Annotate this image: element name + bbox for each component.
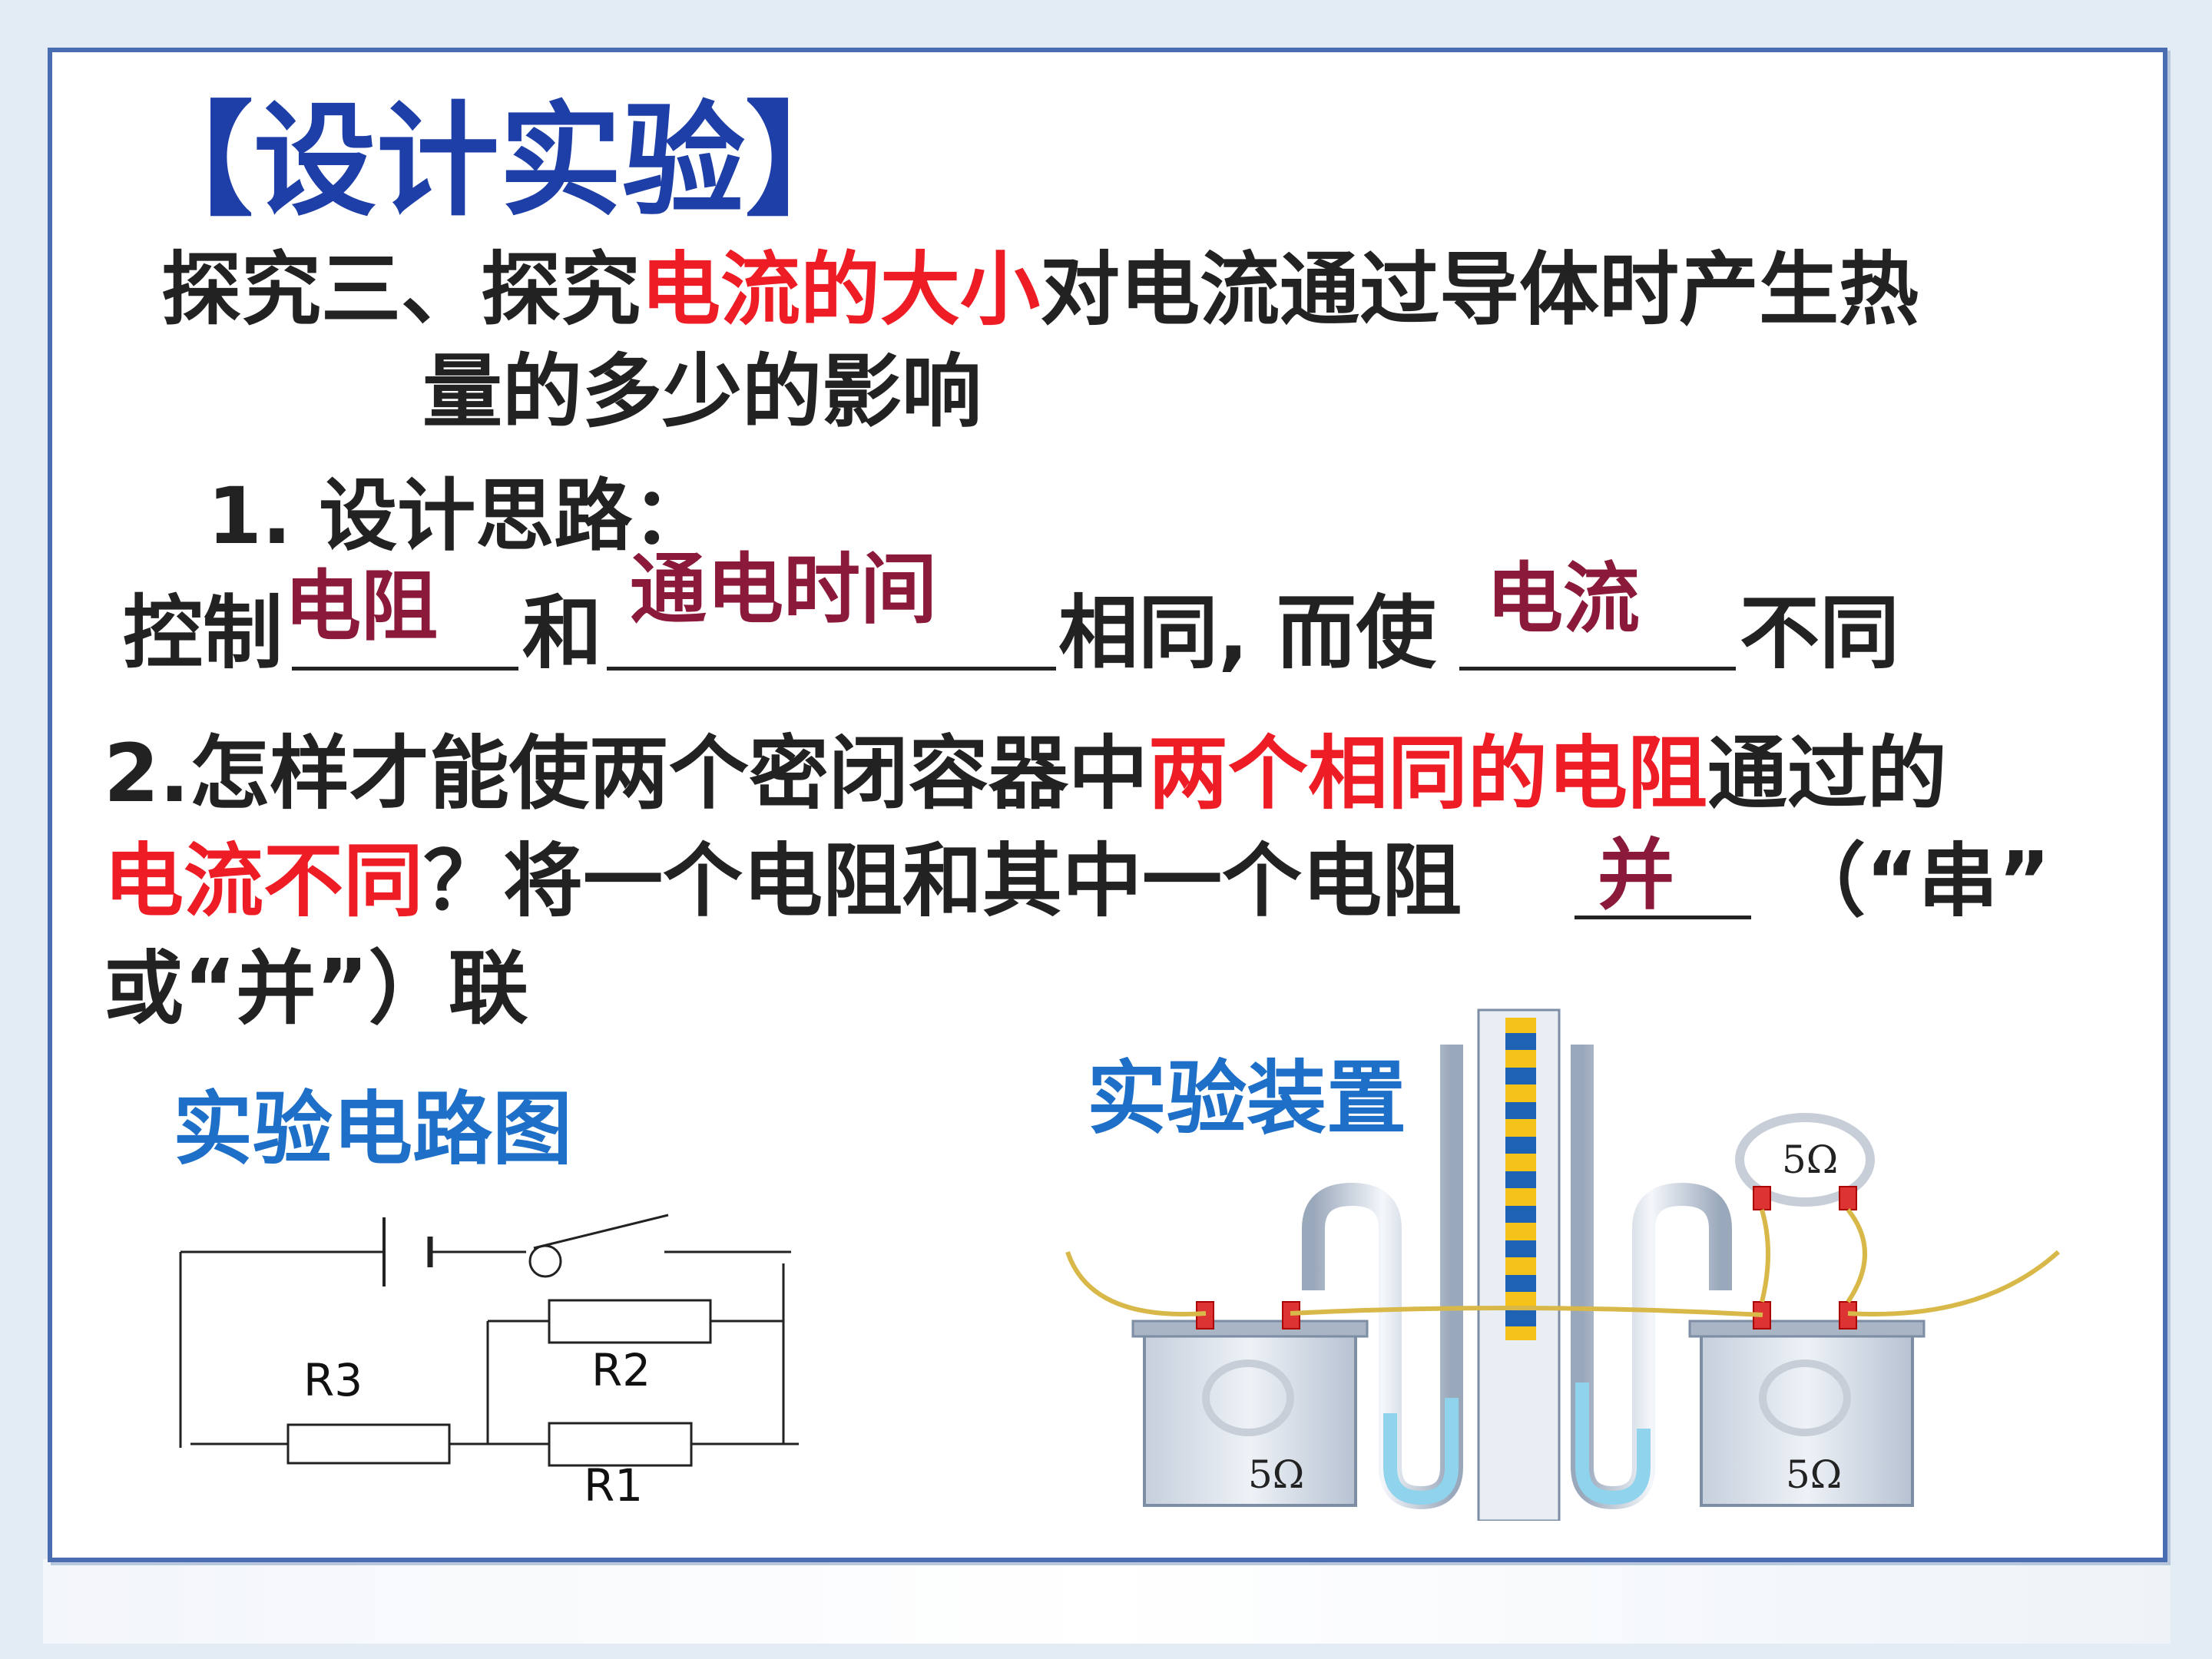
different-label: 不同 [1740,586,1900,680]
step2-highlight: 两个相同的电阻 [1147,727,1707,820]
question-prefix: 探究三、探究 [161,243,641,336]
blank-line-2 [607,667,1056,671]
resistor-label-r3: R3 [303,1354,363,1406]
question-highlight: 电流的大小 [641,243,1041,336]
blank-line-4 [1575,916,1751,919]
step2-line-3: 或“并”）联 [104,942,528,1035]
answer-current: 电流 [1486,554,1640,644]
and-label: 和 [522,586,603,680]
question-suffix: 对电流通过导体时产生热 [1040,243,1919,336]
step2-line-2: 电流不同？将一个电阻和其中一个电阻 [104,841,1462,921]
resistor-label-r1: R1 [584,1459,644,1512]
external-resistor-label: 5Ω [1782,1137,1839,1182]
blank-line-1 [292,667,518,671]
same-label: 相同, 而使 [1058,586,1436,680]
answer-resistance: 电阻 [284,561,438,651]
slide-title: 【设计实验】 [131,89,869,233]
step2-line-1: 2.怎样才能使两个密闭容器中两个相同的电阻通过的 [104,733,1947,813]
question-line-1: 探究三、探究电流的大小对电流通过导体时产生热 [161,250,1919,329]
circuit-diagram [179,1214,799,1467]
circuit-heading: 实验电路图 [173,1082,573,1176]
background-strip [43,1559,2171,1644]
right-container-label: 5Ω [1786,1452,1843,1497]
scale-ticks [1505,1033,1536,1326]
apparatus-illustration [1065,1008,2061,1521]
apparatus-heading: 实验装置 [1087,1051,1407,1145]
blank-line-3 [1459,667,1736,671]
left-container-label: 5Ω [1248,1452,1305,1497]
step1-heading: 1. 设计思路： [207,471,711,562]
step2-suffix: 通过的 [1707,727,1947,820]
step2-line2-tail: （“串” [1786,834,2051,928]
step2-line2-text: ？将一个电阻和其中一个电阻 [423,834,1462,928]
step2-prefix: 2.怎样才能使两个密闭容器中 [104,727,1148,820]
slide-frame [48,48,2167,1562]
resistor-label-r2: R2 [591,1344,651,1396]
control-label: 控制 [123,586,283,680]
answer-time: 通电时间 [630,545,937,634]
question-line-2: 量的多少的影响 [422,345,982,439]
step2-line2-highlight: 电流不同 [104,834,424,928]
answer-parallel: 并 [1598,830,1674,920]
